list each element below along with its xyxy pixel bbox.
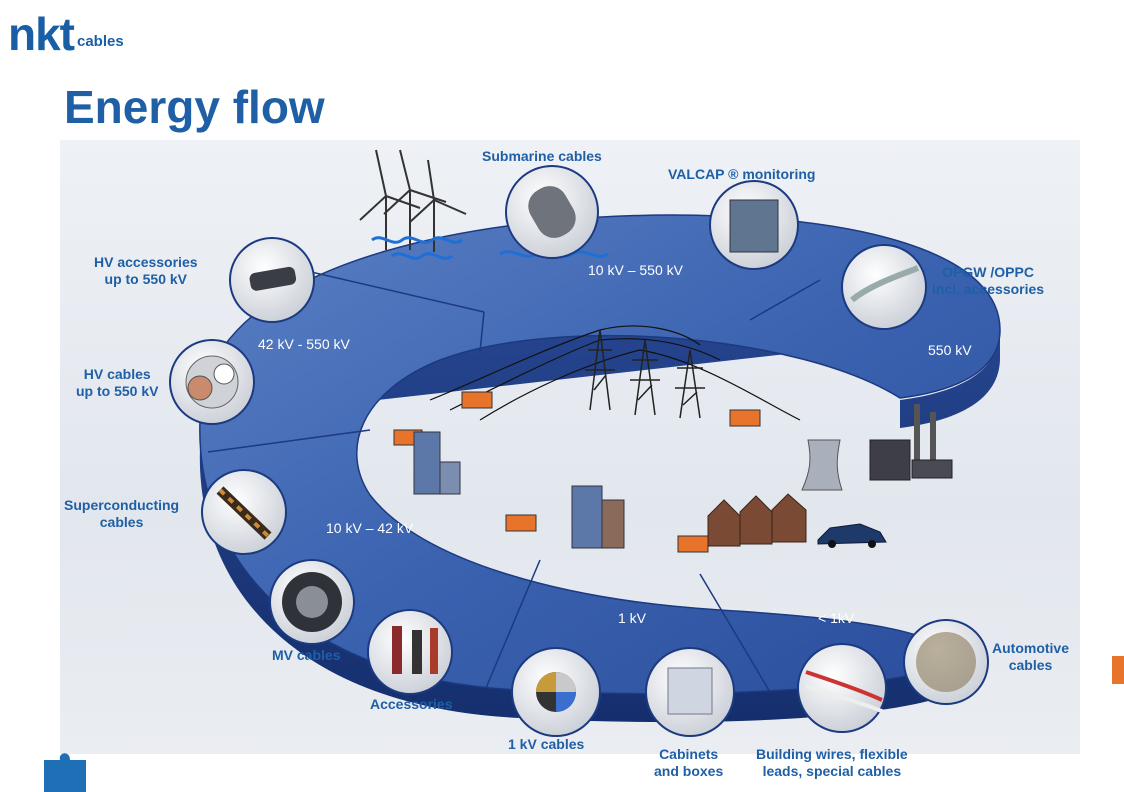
voltage-bottom-right: < 1kV [818,610,855,626]
label-mv-cables: MV cables [272,647,341,663]
logo-brand: nkt [8,8,75,60]
accessories-photo [367,609,453,695]
label-building-wires: Building wires, flexible leads, special … [756,746,908,779]
factory-icon [801,404,953,491]
label-cabinets: Cabinets and boxes [654,746,724,779]
voltage-top: 10 kV – 550 kV [588,262,683,278]
label-1kv-cables: 1 kV cables [508,736,585,752]
voltage-right-upper: 550 kV [928,342,972,358]
voltage-left-upper: 42 kV - 550 kV [258,336,350,352]
cable-cross-section-icons [185,186,976,715]
voltage-bottom-mid: 1 kV [618,610,647,626]
label-automotive: Automotive cables [992,640,1069,673]
puzzle-icon [44,753,86,792]
label-accessories: Accessories [370,696,453,712]
house-icon [707,493,807,547]
voltage-left-lower: 10 kV – 42 kV [326,520,414,536]
transformer-icons [393,391,761,553]
opgw-photo [841,244,927,330]
label-hv-accessories: HV accessories up to 550 kV [94,254,198,287]
car-icon [817,523,887,548]
side-tab-icon [1112,656,1124,684]
label-opgw: OPGW /OPPC incl. accessories [932,264,1045,297]
label-superconducting: Superconducting cables [64,497,180,530]
power-lines [429,325,801,421]
pylon-icon [585,329,705,419]
wind-turbine-icon [359,149,467,252]
page-title: Energy flow [64,81,325,133]
label-hv-cables: HV cables up to 550 kV [76,366,159,399]
building-wire-photo [797,643,887,733]
label-valcap: VALCAP ® monitoring [668,166,816,182]
logo-suffix: cables [77,33,124,50]
label-submarine: Submarine cables [482,148,602,164]
building-icon [413,431,625,549]
nkt-logo: nkt cables [8,6,124,60]
